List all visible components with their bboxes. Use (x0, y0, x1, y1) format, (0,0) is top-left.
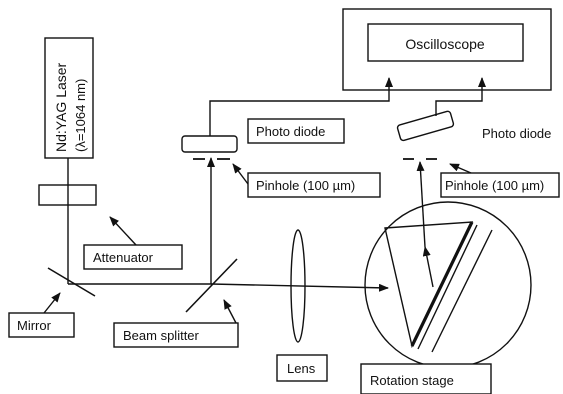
photodiode-left (181, 135, 238, 153)
sample-plate-1 (410, 221, 474, 347)
oscilloscope-label: Oscilloscope (405, 36, 485, 52)
lens-label: Lens (287, 361, 316, 376)
beam-splitter-pointer (223, 299, 237, 324)
signal-wire-left (209, 77, 393, 136)
beam-splitter-label: Beam splitter (123, 328, 200, 343)
sample-plate-2 (417, 224, 478, 350)
laser-box (44, 37, 94, 159)
label-box-pinhole-left (247, 172, 381, 198)
reflected-beam-inner (422, 246, 434, 288)
oscilloscope-box (367, 23, 524, 62)
mirror-element (47, 267, 96, 297)
rotation-stage-label: Rotation stage (370, 373, 454, 388)
label-box-lens (276, 354, 328, 382)
pinhole-right-pointer (449, 163, 472, 174)
photodiode-right-label: Photo diode (482, 126, 551, 141)
label-box-attenuator (83, 244, 183, 270)
attenuator-label: Attenuator (93, 250, 154, 265)
reflected-beam-up (416, 161, 426, 248)
photodiode-right (396, 110, 455, 142)
beam-splitter-element (185, 258, 238, 313)
label-box-photodiode-left (247, 118, 345, 144)
sample-plate-3 (431, 229, 493, 353)
label-box-rotation-stage (360, 363, 492, 394)
laser-wavelength: (λ=1064 nm) (73, 79, 88, 152)
attenuator-pointer (109, 216, 137, 246)
beam-splitter-to-sample (210, 283, 389, 292)
mirror-label: Mirror (17, 318, 52, 333)
signal-wire-right (435, 77, 486, 116)
label-box-pinhole-right (440, 172, 560, 198)
laser-name: Nd:YAG Laser (53, 62, 69, 152)
mirror-pointer (43, 292, 61, 314)
pinhole-right-label: Pinhole (100 µm) (445, 178, 544, 193)
photodiode-left-label: Photo diode (256, 124, 325, 139)
pinhole-left-label: Pinhole (100 µm) (256, 178, 355, 193)
label-box-mirror (8, 312, 75, 338)
label-box-beam-splitter (113, 322, 239, 348)
lens-element (290, 229, 306, 343)
pinhole-left-pointer (232, 163, 249, 185)
